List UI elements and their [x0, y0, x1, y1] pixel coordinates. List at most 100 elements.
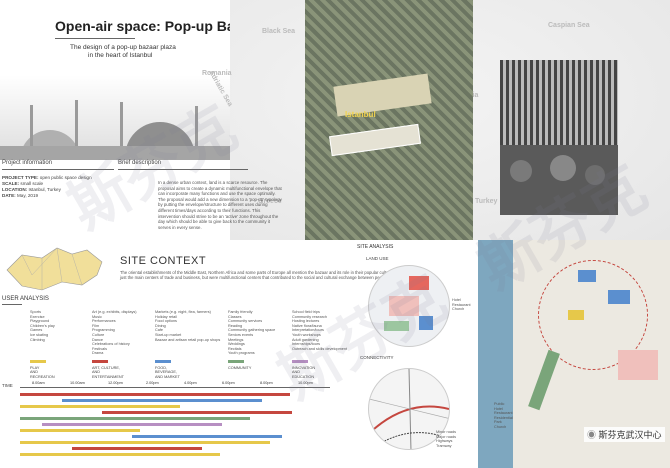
legend-swatch — [292, 360, 308, 363]
legend-label: Major roads — [436, 434, 457, 439]
list-item: Classes — [228, 314, 242, 319]
time-tick: 4.00pm — [184, 381, 197, 385]
list-item: Reading — [228, 323, 243, 328]
region-outline-map — [2, 240, 112, 295]
time-tick: 2.00pm — [146, 381, 159, 385]
list-item: Community gathering space — [228, 328, 276, 333]
time-tick: 12.00pm — [108, 381, 123, 385]
timeline-bar — [20, 429, 140, 432]
timeline-bar — [102, 411, 292, 414]
list-item: Children's play — [30, 323, 55, 328]
timeline-bar — [20, 453, 220, 456]
connectivity-heading: CONNECTIVITY — [360, 355, 394, 360]
timeline-bar — [20, 417, 250, 420]
legend-label: AND — [92, 370, 101, 375]
list-item: Dance — [92, 337, 103, 342]
list-item: Film — [92, 323, 100, 328]
list-item: Outreach and skills development — [292, 346, 348, 351]
legend-swatch — [155, 360, 171, 363]
bazaar-interior-photo — [500, 60, 618, 145]
legend-swatch — [92, 360, 108, 363]
list-item: Community services — [228, 319, 263, 324]
legend-community: COMMUNITY — [228, 360, 251, 370]
wechat-icon: ◉ — [587, 430, 597, 440]
list-item: Internships/tours — [292, 342, 321, 347]
list-item: Drama — [92, 351, 104, 356]
list-item: School field trips — [292, 310, 320, 314]
region-label: Turkey — [475, 198, 498, 205]
time-tick: 6.00pm — [222, 381, 235, 385]
land-use-heading: LAND USE — [366, 256, 389, 261]
legend-label: ENTERTAINMENT — [92, 374, 124, 379]
legend-swatch — [30, 360, 46, 363]
timeline-bar — [72, 447, 202, 450]
legend-art: ART, CULTURE, AND ENTERTAINMENT — [92, 360, 124, 379]
badge-text: 斯芬克武汉中心 — [598, 430, 662, 440]
timeline-bar — [42, 423, 222, 426]
timeline-bar — [62, 399, 262, 402]
title-underline — [55, 38, 135, 39]
list-item: Native flora/fauna — [292, 323, 322, 328]
legend-label: Tramway — [436, 443, 452, 448]
list-item: Seniors events — [228, 332, 254, 337]
legend-label: Restaurant — [494, 411, 513, 416]
legend-label: Restaurant — [452, 302, 471, 307]
site-context-text: The oriental establishments of the Middl… — [120, 270, 420, 281]
list-item: Climbing — [30, 337, 45, 342]
legend-label: AND — [30, 370, 39, 375]
ua-column-art: Art (e.g. exhibits, displays) Music Perf… — [92, 310, 137, 356]
ua-column-food: Markets (e.g. night, flea, farmers) Holi… — [155, 310, 220, 342]
legend-label: COMMUNITY — [228, 366, 252, 370]
legend-label: ART, CULTURE, — [92, 366, 120, 370]
legend-food: FOOD, BEVERAGE, AND MARKET — [155, 360, 180, 379]
ua-column-play: Sports Exercise Playground Children's pl… — [30, 310, 55, 342]
list-item: Festivals — [92, 346, 107, 351]
legend-swatch — [228, 360, 244, 363]
list-item: Programming — [92, 328, 115, 333]
list-item: Art (e.g. exhibits, displays) — [92, 310, 137, 314]
timeline-bar — [132, 435, 282, 438]
region-label: Caspian Sea — [548, 22, 590, 29]
list-item: Youth workshops — [292, 332, 321, 337]
site-context-heading: SITE CONTEXT — [120, 255, 207, 267]
list-item: Hosting lectures — [292, 319, 320, 324]
list-item: Holiday retail — [155, 314, 177, 319]
user-analysis-heading: USER ANALYSIS — [2, 296, 49, 302]
legend-label: AND MARKET — [155, 374, 180, 379]
time-tick: 10.00pm — [298, 381, 313, 385]
connectivity-map — [368, 368, 450, 450]
legend-play: PLAY AND RECREATION — [30, 360, 55, 379]
time-tick: 8.00am — [32, 381, 45, 385]
list-item: Markets (e.g. night, flea, farmers) — [155, 310, 211, 314]
activity-timeline: TIME 8.00am 10.00am 12.00pm 2.00pm 4.00p… — [2, 381, 330, 458]
ua-column-community: Family friendly Classes Community servic… — [228, 310, 275, 356]
brief-heading: Brief description — [118, 160, 162, 166]
list-item: Music — [92, 314, 102, 319]
brief-text: In a dense urban context, land is a scar… — [158, 180, 282, 230]
legend-label: FOOD, — [155, 366, 168, 370]
aerial-map: Istanbul — [305, 0, 473, 240]
time-tick: 8.00pm — [260, 381, 273, 385]
list-item: Weddings — [228, 342, 245, 347]
list-item: Celebrations of history — [92, 342, 130, 347]
legend-label: AND — [292, 370, 301, 375]
legend-label: Highways — [436, 439, 453, 444]
list-item: Youth programs — [228, 351, 255, 356]
list-item: Playground — [30, 319, 50, 324]
list-item: Family friendly — [228, 310, 253, 314]
timeline-bar — [20, 405, 180, 408]
connectivity-legend: Minor roads Major roads Highways Tramway — [436, 430, 456, 448]
legend-label: Public — [494, 402, 505, 406]
project-info: Project information PROJECT TYPE: open p… — [2, 160, 114, 199]
user-analysis-underline — [2, 304, 22, 305]
legend-education: INNOVATION AND EDUCATION — [292, 360, 315, 379]
legend-label: Church — [494, 424, 507, 429]
list-item: Community research — [292, 314, 328, 319]
list-item: Games — [30, 328, 43, 333]
info-type: PROJECT TYPE: open public space design — [2, 175, 92, 180]
timeline-bar — [20, 393, 290, 396]
crowd-photo — [500, 145, 618, 215]
list-item: Recitals — [228, 346, 242, 351]
region-label: Romania — [202, 70, 232, 77]
legend-label: RECREATION — [30, 374, 55, 379]
